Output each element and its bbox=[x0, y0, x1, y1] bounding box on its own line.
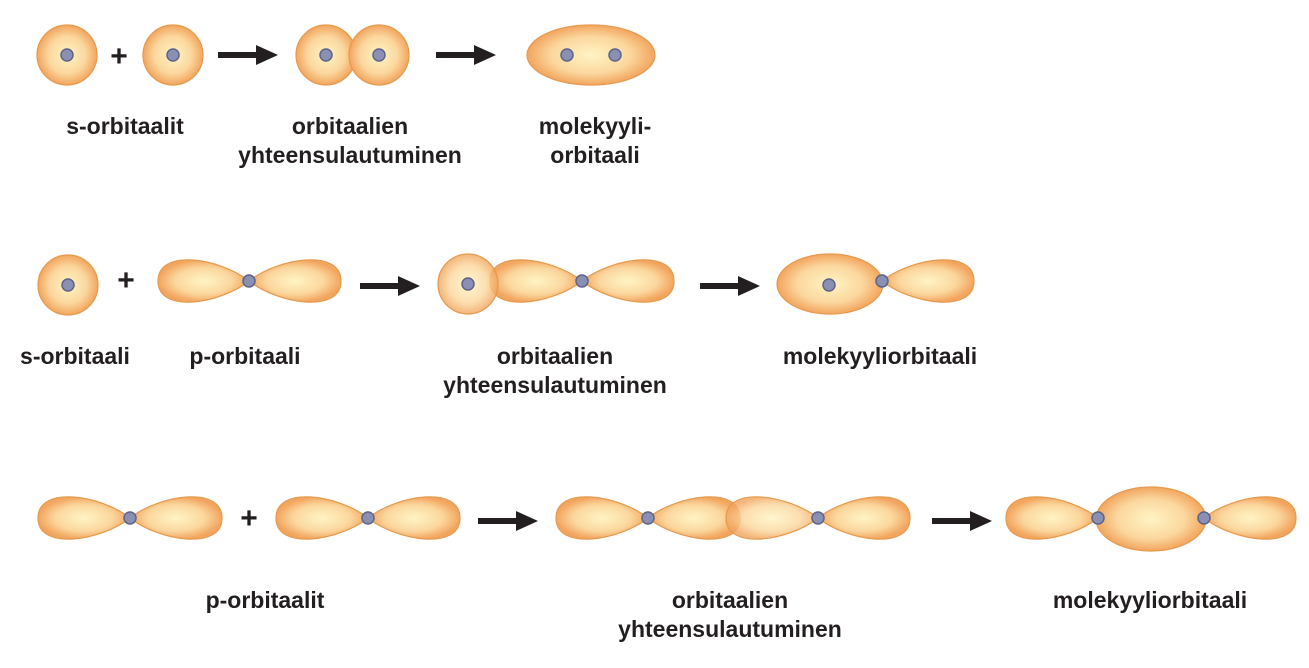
p-orbital-left-lobe bbox=[725, 496, 819, 540]
p-orbital-left-lobe bbox=[275, 496, 369, 540]
nucleus bbox=[641, 511, 655, 525]
label-overlap: orbitaalien yhteensulautuminen bbox=[443, 343, 667, 398]
row-3: + bbox=[37, 486, 1297, 552]
reaction-arrow bbox=[218, 45, 278, 65]
p-orbital-left-lobe bbox=[37, 496, 131, 540]
nucleus bbox=[361, 511, 375, 525]
molecular-orbital-lobe bbox=[881, 259, 975, 303]
reaction-arrow bbox=[478, 511, 538, 531]
nucleus bbox=[166, 48, 180, 62]
plus-sign: + bbox=[110, 40, 128, 73]
label-overlap: orbitaalien yhteensulautuminen bbox=[618, 587, 842, 642]
reaction-arrow bbox=[700, 276, 760, 296]
molecular-orbital-right-lobe bbox=[1203, 496, 1297, 540]
nucleus bbox=[319, 48, 333, 62]
label-p-orbital: p-orbitaali bbox=[189, 343, 301, 369]
p-orbital-left-lobe bbox=[489, 259, 583, 303]
plus-sign: + bbox=[240, 502, 258, 535]
reaction-arrow bbox=[360, 276, 420, 296]
label-molecular-orbital: molekyyliorbitaali bbox=[782, 343, 978, 369]
nucleus bbox=[1197, 511, 1211, 525]
nucleus bbox=[60, 48, 74, 62]
nucleus bbox=[811, 511, 825, 525]
p-orbital-left-lobe bbox=[555, 496, 649, 540]
label-s-orbitals: s-orbitaalit bbox=[66, 113, 184, 139]
nucleus bbox=[1091, 511, 1105, 525]
plus-sign: + bbox=[117, 264, 135, 297]
p-orbital-right-lobe bbox=[817, 496, 911, 540]
label-overlap: orbitaalien yhteensulautuminen bbox=[238, 113, 462, 168]
p-orbital-left-lobe bbox=[157, 259, 250, 303]
row-1: + bbox=[36, 24, 656, 86]
nucleus bbox=[242, 274, 256, 288]
reaction-arrow bbox=[932, 511, 992, 531]
nucleus bbox=[560, 48, 574, 62]
label-s-orbital: s-orbitaali bbox=[20, 343, 130, 369]
nucleus bbox=[123, 511, 137, 525]
nucleus bbox=[61, 278, 75, 292]
nucleus bbox=[461, 277, 475, 291]
label-molecular-orbital: molekyyliorbitaali bbox=[1052, 587, 1248, 613]
nucleus bbox=[608, 48, 622, 62]
label-molecular-orbital: molekyyli- orbitaali bbox=[538, 113, 652, 168]
molecular-orbital-body bbox=[1095, 486, 1207, 552]
p-orbital-right-lobe bbox=[367, 496, 461, 540]
p-orbital-right-lobe bbox=[248, 259, 342, 303]
molecular-orbital bbox=[526, 24, 656, 86]
p-orbital-right-lobe bbox=[129, 496, 223, 540]
row-2: + bbox=[37, 253, 975, 316]
nucleus bbox=[372, 48, 386, 62]
nucleus bbox=[822, 278, 836, 292]
p-orbital-right-lobe bbox=[581, 259, 675, 303]
nucleus bbox=[575, 274, 589, 288]
molecular-orbital-left-lobe bbox=[1005, 496, 1099, 540]
reaction-arrow bbox=[436, 45, 496, 65]
nucleus bbox=[875, 274, 889, 288]
label-p-orbitals: p-orbitaalit bbox=[205, 587, 325, 613]
